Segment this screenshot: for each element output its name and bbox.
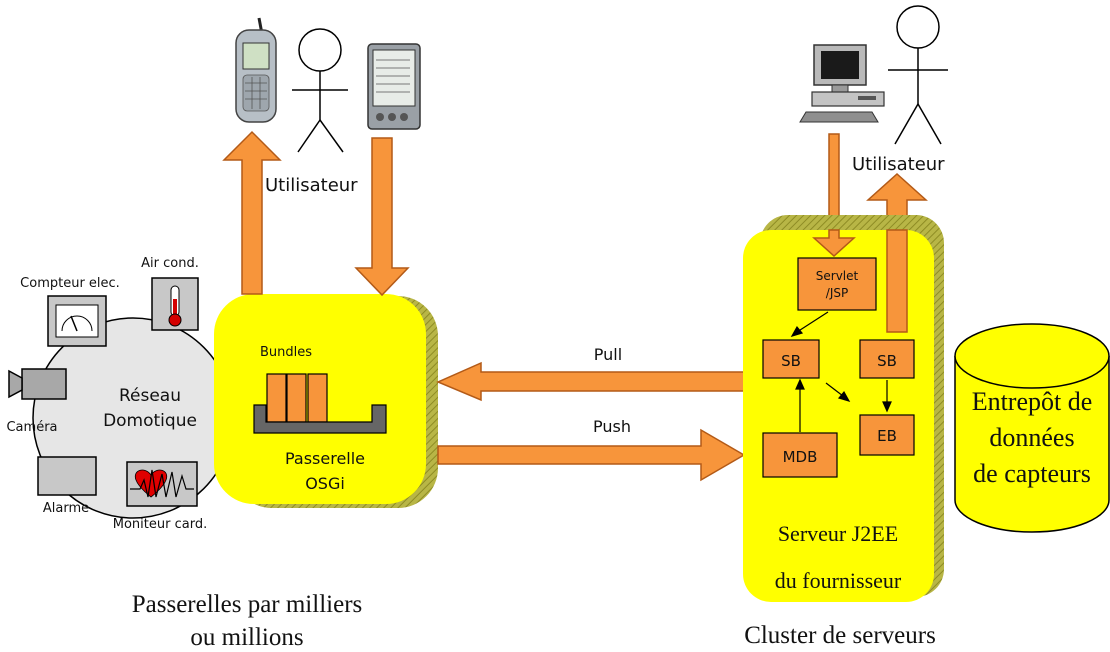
camera-device: Caméra xyxy=(6,368,67,435)
server-title-2: du fournisseur xyxy=(775,568,902,593)
mobile-phone-icon xyxy=(235,17,277,123)
alarm-icon xyxy=(37,456,97,496)
arrow-down-from-pda xyxy=(354,137,410,297)
internal-arrows xyxy=(790,311,892,432)
database-cylinder xyxy=(954,356,1110,533)
alarm-device: Alarme xyxy=(37,456,97,516)
home-network: Réseau Domotique Compteur elec. Air cond… xyxy=(6,256,234,532)
database: Entrepôt de données de capteurs xyxy=(954,323,1110,533)
gateway-title-2: OSGi xyxy=(305,474,345,493)
mdb-box xyxy=(762,432,838,478)
home-network-label-2: Domotique xyxy=(103,411,197,431)
meter-device: Compteur elec. xyxy=(20,276,120,347)
bundles-rack xyxy=(253,373,387,434)
alarm-label: Alarme xyxy=(43,501,89,516)
left-users: Utilisateur xyxy=(235,17,421,196)
pull-arrow xyxy=(436,361,745,402)
arrow-up-to-phone xyxy=(222,130,282,295)
sb-left-label: SB xyxy=(781,352,801,370)
database-label-1: Entrepôt de xyxy=(972,387,1093,416)
pda-icon xyxy=(367,43,421,130)
gateway-title-1: Passerelle xyxy=(285,449,365,468)
meter-label: Compteur elec. xyxy=(20,276,120,291)
user-figure-right xyxy=(888,5,948,145)
servlet-box xyxy=(797,257,877,311)
aircond-label: Air cond. xyxy=(141,256,199,271)
camera-label: Caméra xyxy=(6,420,57,435)
database-label-3: de capteurs xyxy=(973,459,1091,488)
camera-icon xyxy=(21,368,67,400)
eb-box xyxy=(859,414,915,456)
caption-gateways-1: Passerelles par milliers xyxy=(132,591,363,618)
mdb-label: MDB xyxy=(783,448,818,466)
j2ee-server: Servlet /JSP SB SB MDB EB Serveur J2EE d… xyxy=(743,215,944,602)
aircond-device: Air cond. xyxy=(141,256,199,331)
push-arrow xyxy=(437,428,746,482)
eb-label: EB xyxy=(877,427,897,445)
gateway: Bundles Passerelle OSGi xyxy=(214,294,438,508)
pull-label: Pull xyxy=(594,345,622,364)
database-label-2: données xyxy=(989,423,1074,452)
heart-monitor-label: Moniteur card. xyxy=(113,517,207,532)
sb-left-box xyxy=(762,339,820,379)
sb-right-label: SB xyxy=(877,352,897,370)
bundles-label: Bundles xyxy=(260,345,312,360)
left-user-label: Utilisateur xyxy=(265,175,358,196)
right-user-label: Utilisateur xyxy=(852,154,945,175)
servlet-label-2: /JSP xyxy=(826,286,848,300)
caption-cluster: Cluster de serveurs xyxy=(744,622,936,649)
caption-gateways-2: ou millions xyxy=(190,624,303,651)
right-users: Utilisateur xyxy=(799,5,948,175)
user-figure-left xyxy=(292,28,348,153)
push-label: Push xyxy=(593,417,631,436)
computer-icon xyxy=(799,44,885,123)
home-network-label-1: Réseau xyxy=(119,386,181,406)
sb-right-box xyxy=(859,339,915,379)
server-title-1: Serveur J2EE xyxy=(778,521,898,546)
servlet-label-1: Servlet xyxy=(816,269,859,283)
heart-monitor-device: Moniteur card. xyxy=(113,461,207,532)
